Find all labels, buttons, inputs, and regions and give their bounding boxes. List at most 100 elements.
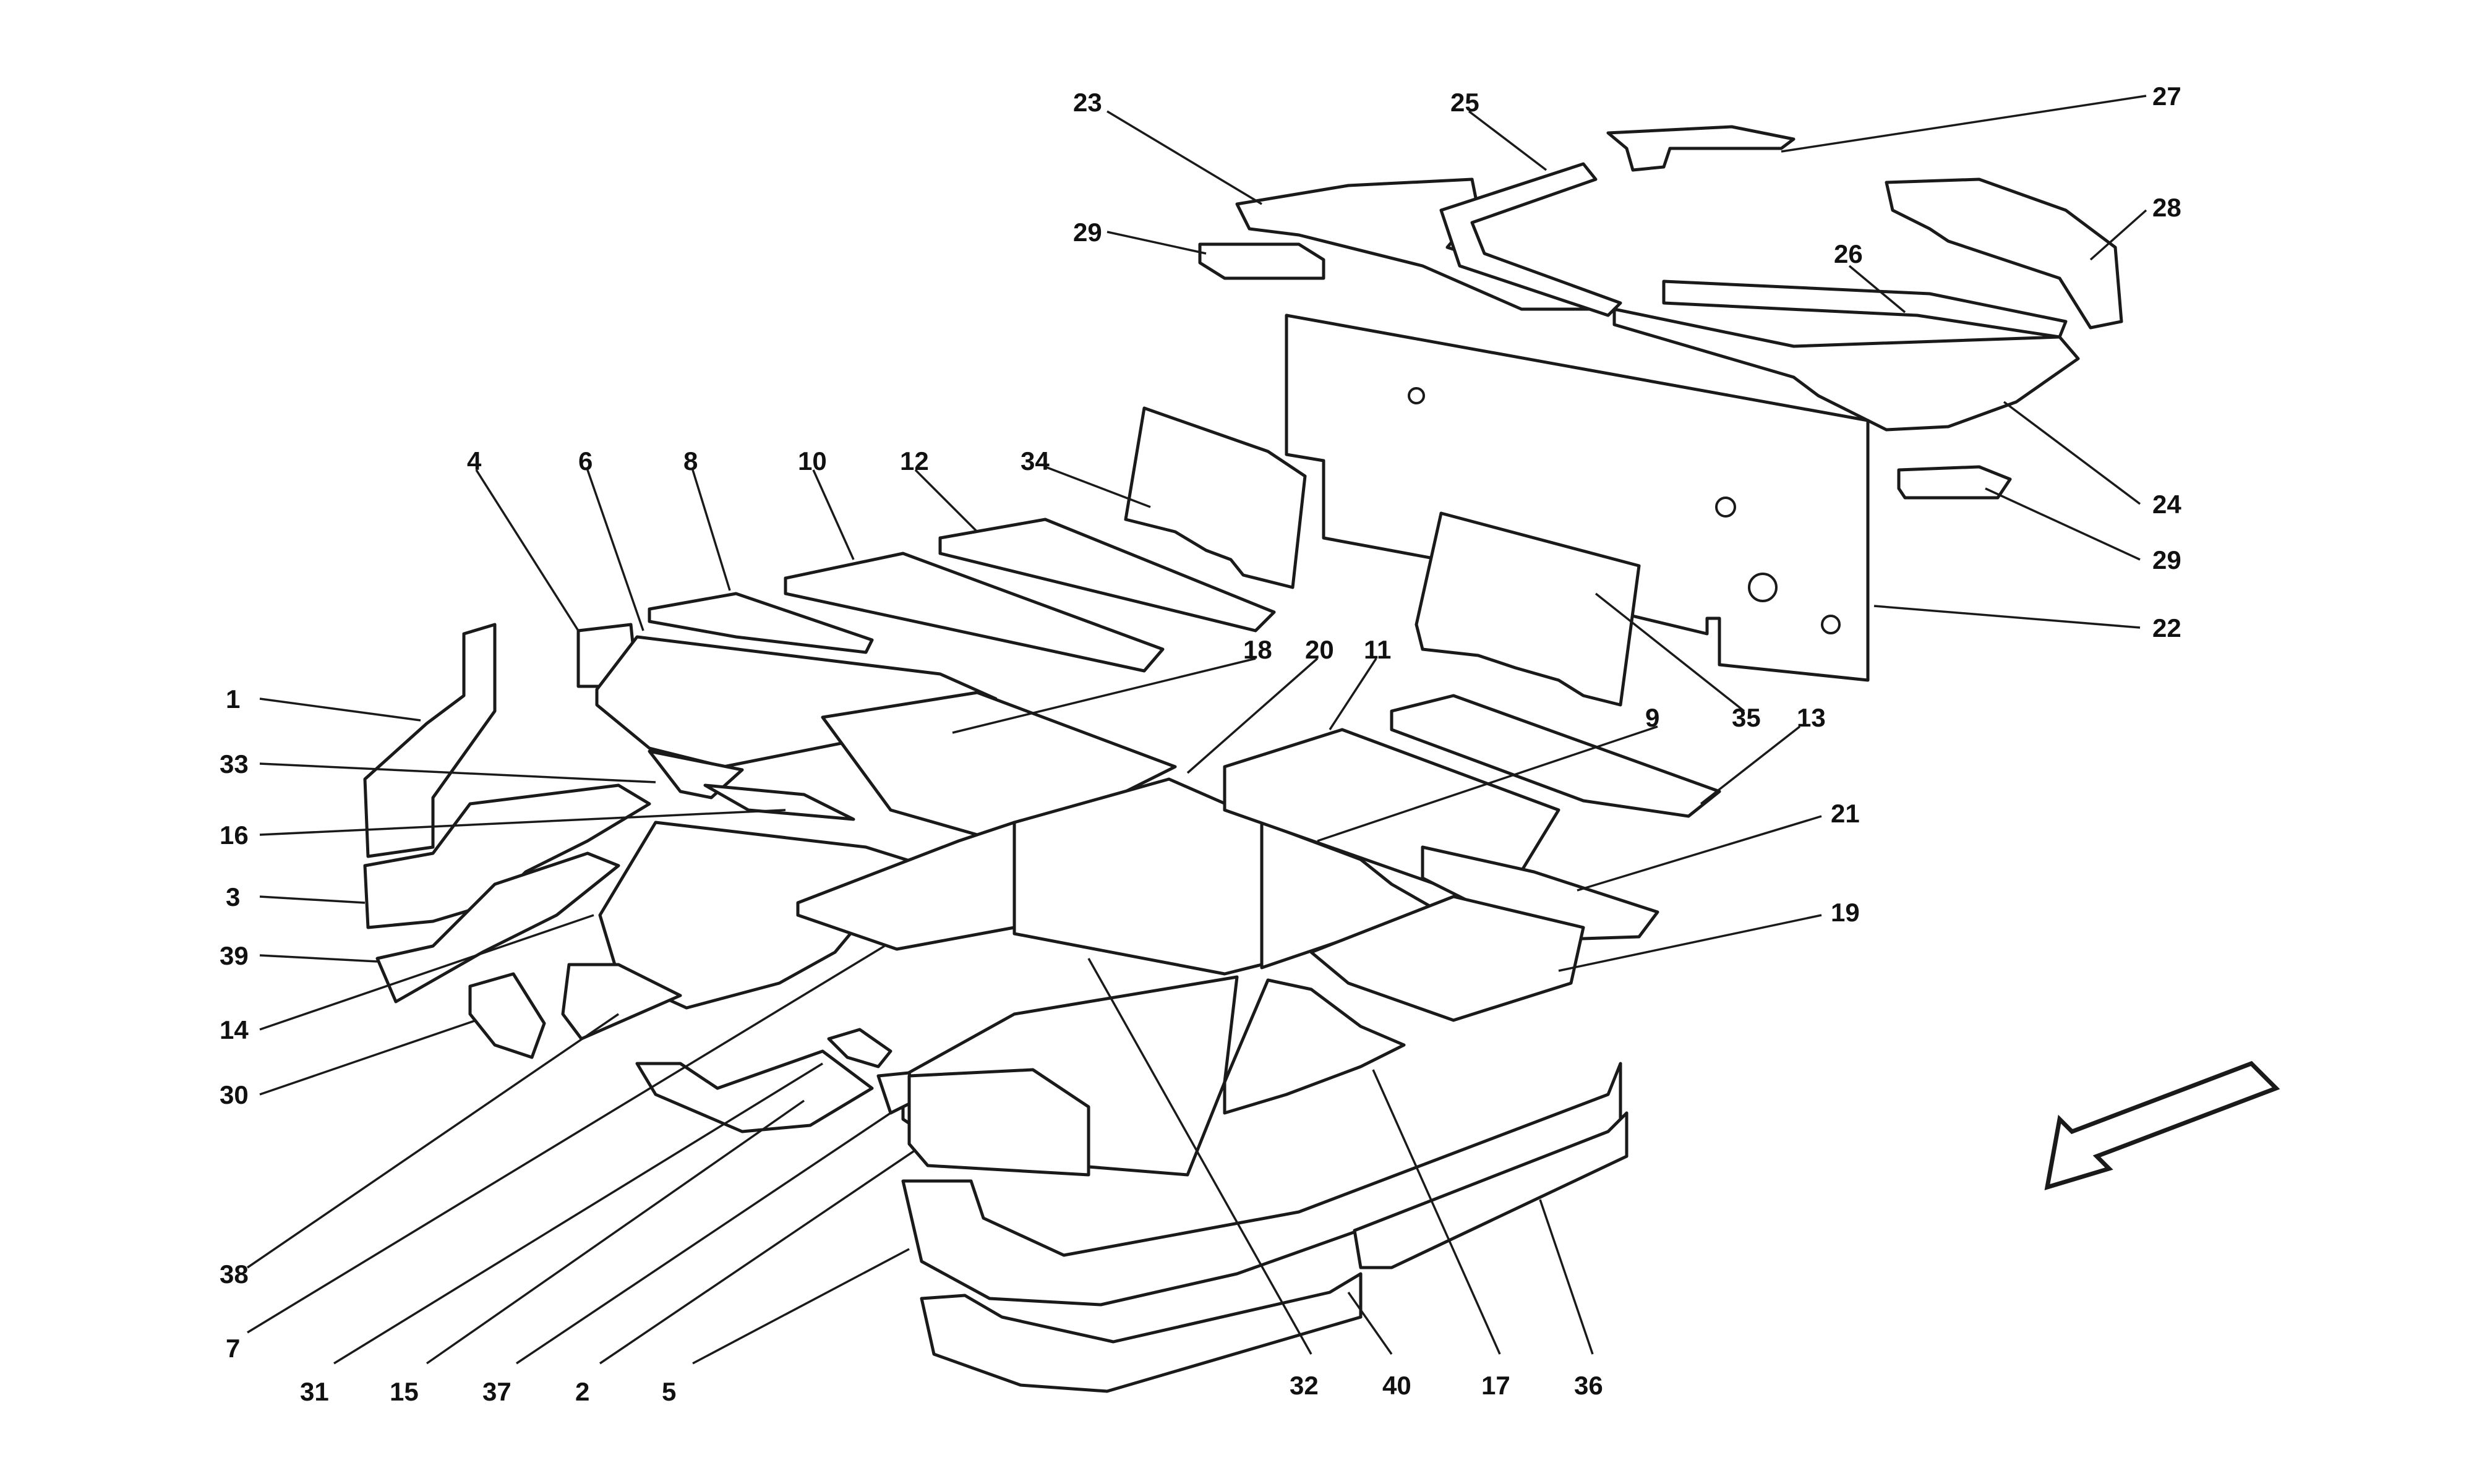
leader-24: [2003, 401, 2141, 505]
part-label: 21: [1831, 799, 1860, 828]
part-label: 32: [1290, 1371, 1319, 1400]
part-label: 11: [1364, 635, 1391, 664]
part-label: 13: [1797, 703, 1826, 732]
part-label: 25: [1450, 88, 1479, 117]
hole: [1408, 387, 1425, 404]
part-30-block: [468, 972, 546, 1059]
part-26-strip: [1662, 279, 2068, 339]
part-10-panel: [784, 552, 1165, 673]
part-15-strip: [635, 1049, 874, 1133]
part-2-box: [907, 1068, 1090, 1177]
part-label: 34: [1021, 446, 1050, 475]
part-15b-clip: [827, 1028, 892, 1068]
part-label: 37: [482, 1377, 511, 1406]
leader-5: [692, 1248, 910, 1365]
leader-38: [247, 1013, 619, 1269]
part-labels: 23 25 27 28 29 26 24 29 22 4 6 8 10 12 3…: [220, 82, 2181, 1406]
part-28-curved-panel: [1885, 177, 2123, 330]
part-label: 6: [578, 446, 593, 475]
leader-3: [259, 895, 366, 904]
leader-1: [259, 697, 421, 722]
hole: [1821, 615, 1841, 634]
leader-17: [1372, 1069, 1501, 1355]
leader-37: [1539, 1199, 1594, 1355]
leader-23: [1106, 110, 1262, 205]
part-label: 15: [390, 1377, 419, 1406]
part-label: 29: [1073, 218, 1102, 247]
leader-12: [914, 469, 978, 533]
leader-29a: [1106, 231, 1207, 255]
leader-28: [2089, 209, 2147, 261]
part-label: 4: [467, 446, 482, 475]
leader-39: [259, 954, 378, 963]
leader-29b: [1985, 487, 2141, 561]
part-25-strip: [1439, 162, 1622, 317]
part-label: 27: [2152, 82, 2181, 111]
part-label: 17: [1481, 1371, 1510, 1400]
leader-22: [1873, 605, 2141, 629]
part-label: 19: [1831, 898, 1860, 927]
part-24-panel: [1612, 307, 2080, 432]
leader-32: [1087, 958, 1312, 1355]
part-38-floor: [561, 963, 682, 1041]
part-label: 12: [900, 446, 929, 475]
part-label: 7: [226, 1334, 240, 1363]
leader-25: [1468, 110, 1547, 171]
part-label: 1: [226, 684, 240, 714]
part-34-panel: [1124, 406, 1307, 589]
part-17-floor: [1223, 978, 1406, 1115]
leader-20: [1186, 657, 1319, 774]
part-label: 23: [1073, 88, 1102, 117]
leader-36: [516, 1112, 891, 1365]
leader-13: [1700, 725, 1801, 805]
leader-15: [426, 1099, 805, 1365]
leader-7: [247, 945, 885, 1334]
leader-14: [259, 914, 594, 1031]
part-label: 16: [220, 821, 249, 850]
part-29-block-right: [1897, 465, 2012, 500]
part-label: 8: [683, 446, 698, 475]
part-label: 39: [220, 941, 249, 970]
part-label: 35: [1732, 703, 1761, 732]
part-label: 10: [798, 446, 827, 475]
leader-9: [1317, 725, 1658, 842]
leader-33: [259, 762, 656, 783]
leader-40: [1347, 1291, 1393, 1355]
leader-lines: [247, 95, 2147, 1365]
leader-11: [1329, 658, 1377, 730]
part-39-strip: [375, 851, 620, 1004]
leader-18: [952, 657, 1256, 734]
part-37-sill: [1353, 1111, 1629, 1269]
part-label: 20: [1305, 635, 1334, 664]
leader-10: [812, 469, 855, 560]
hole: [1715, 497, 1736, 518]
part-label: 22: [2152, 613, 2181, 642]
part-label: 31: [300, 1377, 329, 1406]
part-21-strip: [1421, 845, 1659, 942]
part-13-panel: [1390, 694, 1721, 818]
part-label: 9: [1645, 703, 1659, 732]
part-16-strip: [703, 783, 855, 821]
leader-8: [691, 469, 731, 591]
part-40-sill: [920, 1272, 1363, 1393]
part-27-clip: [1606, 125, 1796, 172]
part-label: 36: [1574, 1371, 1603, 1400]
part-label: 38: [220, 1260, 249, 1289]
hole: [1748, 573, 1778, 602]
leader-26: [1848, 265, 1906, 313]
leader-2: [599, 1149, 916, 1365]
leader-35: [1594, 592, 1745, 712]
part-35-panel: [1415, 511, 1641, 707]
leader-31: [333, 1062, 823, 1365]
part-label: 28: [2152, 193, 2181, 222]
part-12-panel: [938, 518, 1276, 633]
leader-27: [1781, 95, 2147, 153]
part-label: 30: [220, 1080, 249, 1109]
leader-6: [586, 469, 644, 631]
part-label: 26: [1834, 239, 1863, 268]
leader-34: [1045, 466, 1151, 508]
part-label: 40: [1382, 1371, 1411, 1400]
part-label: 18: [1243, 635, 1272, 664]
leader-30: [259, 1019, 477, 1096]
